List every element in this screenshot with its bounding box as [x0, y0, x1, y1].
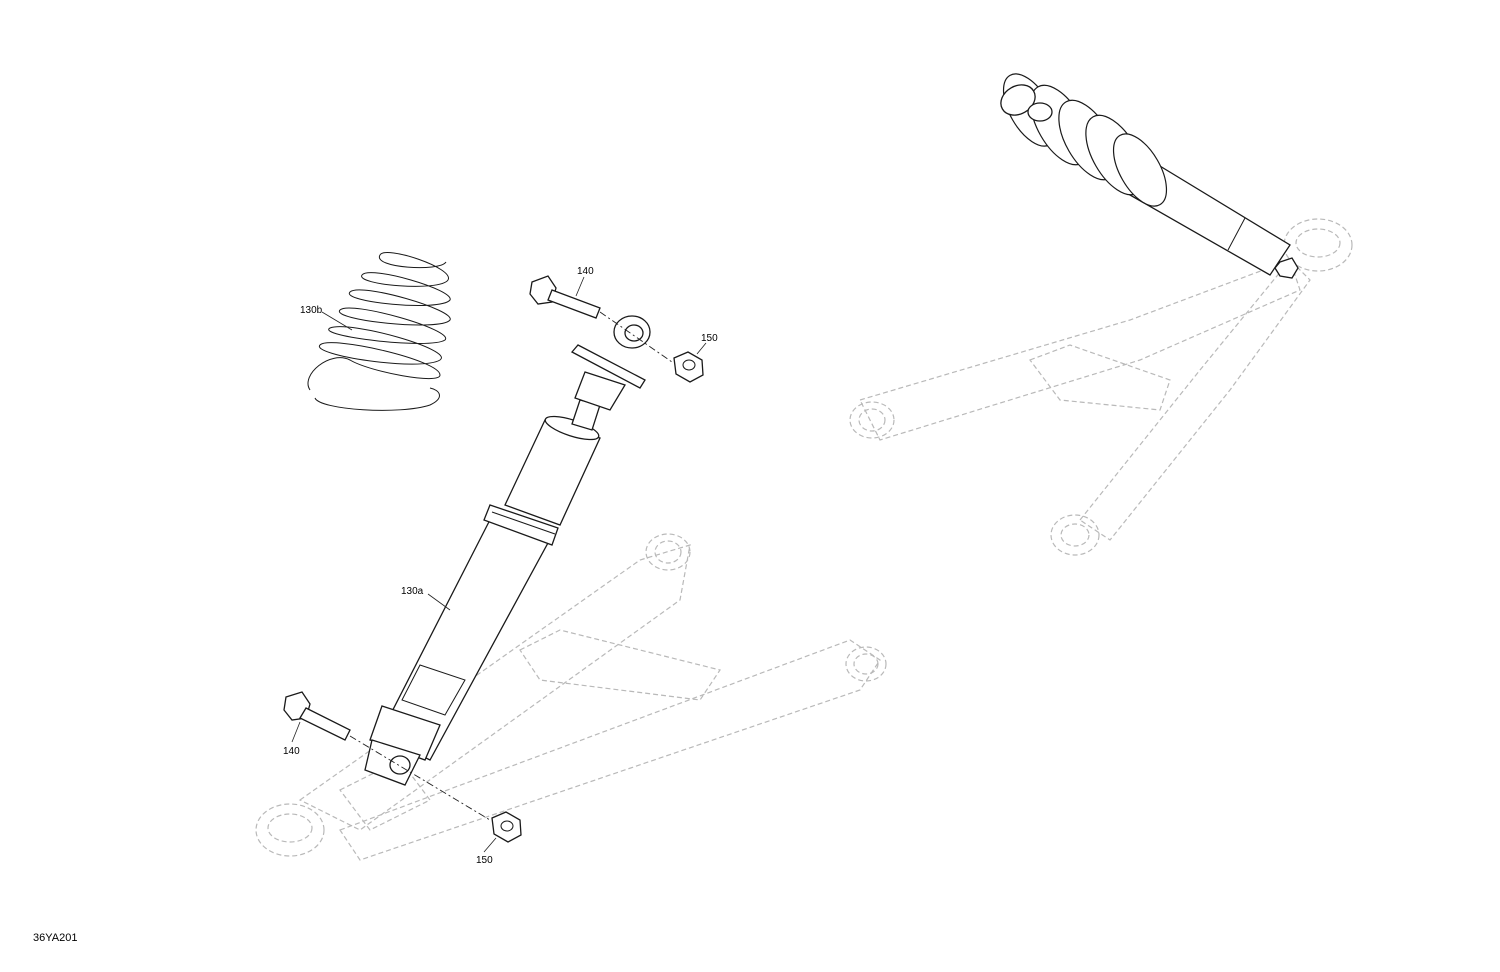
shock-absorber-130a — [364, 315, 651, 786]
diagram-code: 36YA201 — [33, 932, 77, 944]
callout-150-bottom: 150 — [476, 855, 493, 866]
callout-150-top: 150 — [701, 333, 718, 344]
callout-140-top: 140 — [577, 266, 594, 277]
callout-140-bottom: 140 — [283, 746, 300, 757]
bolt-140-top — [529, 275, 601, 319]
callout-130b: 130b — [300, 305, 323, 316]
callout-130a: 130a — [401, 586, 424, 597]
nut-150-top — [673, 351, 704, 383]
nut-150-bottom — [491, 811, 522, 843]
assembly-axes — [349, 311, 673, 821]
shock-absorber-assembled — [1000, 73, 1299, 279]
lower-a-arm-right-assembled — [849, 218, 1353, 556]
bolt-140-bottom — [283, 691, 351, 741]
coil-spring-130b — [307, 252, 451, 411]
leader-lines — [291, 276, 707, 853]
lower-a-arm-left — [255, 533, 887, 861]
